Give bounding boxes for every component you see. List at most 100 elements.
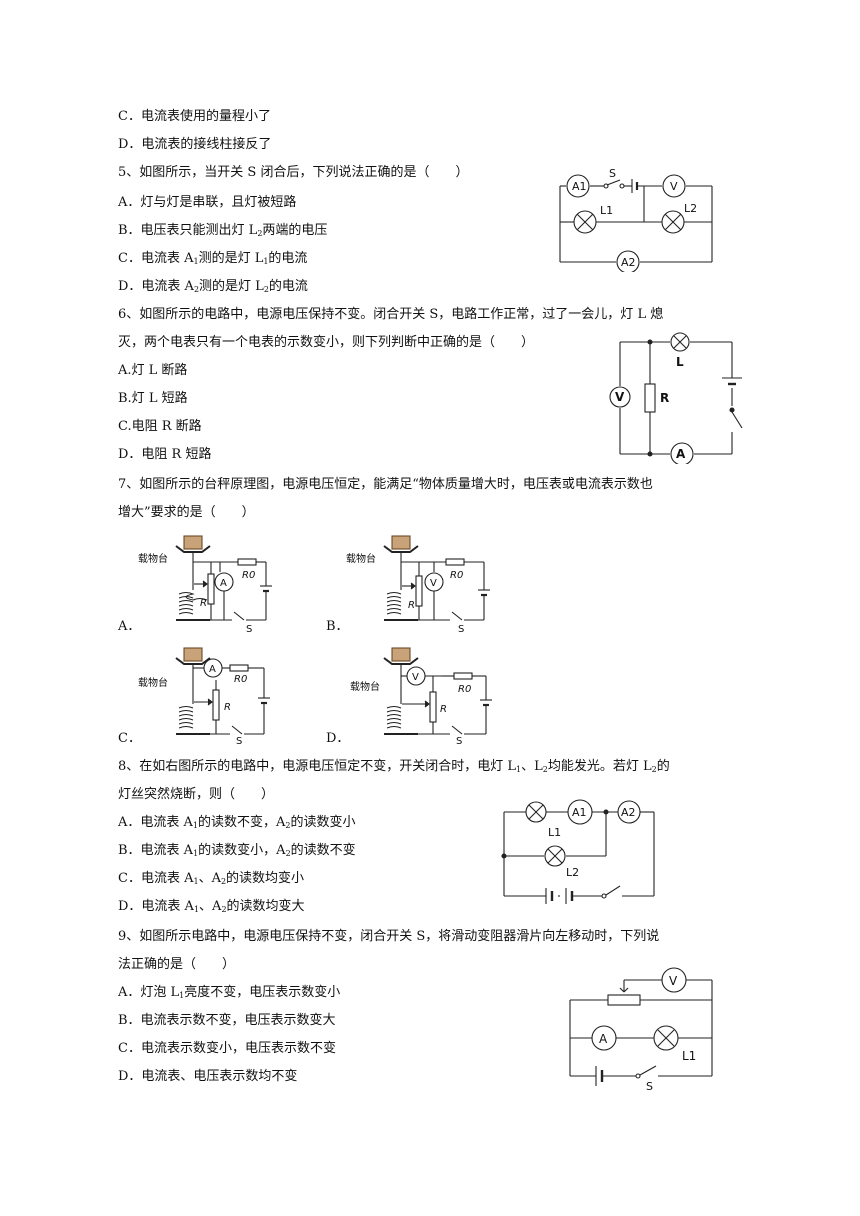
svg-text:S: S — [609, 168, 616, 180]
weight-block-icon — [183, 647, 203, 662]
q9-circuit-diagram: V A L1 S — [562, 962, 718, 1092]
svg-text:R0: R0 — [242, 570, 255, 581]
svg-text:A2: A2 — [621, 806, 636, 819]
voltmeter-icon — [662, 174, 686, 198]
svg-text:R: R — [200, 598, 207, 609]
svg-text:R: R — [660, 391, 669, 405]
q9-stem-line2: 法正确的是（ ） — [118, 957, 236, 972]
svg-text:A: A — [599, 1032, 608, 1046]
ammeter-icon — [670, 442, 694, 464]
svg-text:L2: L2 — [566, 866, 579, 879]
svg-text:R: R — [224, 702, 231, 713]
svg-text:R0: R0 — [450, 570, 463, 581]
ammeter-a1-icon — [566, 174, 590, 198]
q5-option-a: A．灯与灯是串联，且灯被短路 — [118, 195, 297, 210]
q8-circuit-diagram: A1 A2 L1 L2 — [496, 792, 660, 914]
q8-stem-line2: 灯丝突然烧断，则（ ） — [118, 787, 275, 802]
q7-label-d: D． — [326, 731, 350, 746]
svg-text:V: V — [669, 974, 678, 988]
svg-text:V: V — [615, 390, 625, 404]
ammeter-icon — [591, 1025, 617, 1051]
svg-text:V: V — [670, 180, 678, 193]
svg-text:A: A — [220, 578, 227, 589]
voltmeter-icon — [609, 386, 631, 408]
svg-text:V: V — [430, 578, 437, 589]
q8-option-c: C．电流表 A1、A2的读数均变小 — [118, 871, 305, 886]
resistor-r0-icon — [453, 672, 473, 680]
q4-option-d: D．电流表的接线柱接反了 — [118, 137, 272, 152]
q7-stem-line1: 7、如图所示的台秤原理图，电源电压恒定，能满足“物体质量增大时，电压表或电流表示… — [118, 477, 653, 492]
ammeter-a2-icon — [617, 800, 641, 824]
q7-figure-d: 载物台 R R0 S V — [346, 646, 496, 744]
q9-stem-line1: 9、如图所示电路中，电源电压保持不变，闭合开关 S，将滑动变阻器滑片向左移动时，… — [118, 929, 660, 944]
q9-option-d: D．电流表、电压表示数均不变 — [118, 1069, 298, 1084]
svg-text:A: A — [676, 447, 686, 461]
ammeter-a1-icon — [567, 799, 593, 825]
svg-text:R0: R0 — [458, 684, 471, 695]
svg-text:L1: L1 — [548, 826, 561, 839]
q6-stem-line2: 灭，两个电表只有一个电表的示数变小，则下列判断中正确的是（ ） — [118, 335, 535, 350]
q9-option-c: C．电流表示数变小，电压表示数不变 — [118, 1041, 336, 1056]
q7-figure-c: 载物台 R R0 S A — [138, 646, 284, 744]
svg-text:R: R — [440, 704, 447, 715]
voltmeter-icon — [661, 967, 687, 993]
svg-text:S: S — [236, 736, 242, 744]
rheostat-r-icon — [415, 575, 423, 607]
rheostat-icon — [607, 994, 641, 1006]
rheostat-r-icon — [212, 689, 220, 721]
q6-option-c: C.电阻 R 断路 — [118, 419, 202, 434]
rheostat-r-icon — [429, 691, 437, 723]
q6-option-a: A.灯 L 断路 — [118, 363, 188, 378]
q6-option-d: D．电阻 R 短路 — [118, 447, 212, 462]
q9-option-a: A．灯泡 L1亮度不变，电压表示数变小 — [118, 985, 341, 1000]
resistor-r0-icon — [445, 558, 465, 566]
svg-text:A1: A1 — [572, 180, 587, 193]
q5-circuit-diagram: A1 V A2 S L1 L2 — [556, 168, 716, 272]
svg-text:R: R — [408, 600, 415, 611]
svg-text:S: S — [458, 624, 464, 632]
q7-stem-line2: 增大”要求的是（ ） — [118, 505, 255, 520]
svg-text:载物台: 载物台 — [138, 552, 168, 565]
q7-figure-a: 载物台 R R0 S A — [138, 534, 284, 632]
q5-option-c: C．电流表 A1测的是灯 L1的电流 — [118, 251, 308, 266]
svg-text:S: S — [646, 1080, 653, 1092]
q8-option-d: D．电流表 A1、A2的读数均变大 — [118, 899, 305, 914]
svg-text:A: A — [209, 664, 216, 675]
q7-label-c: C． — [118, 731, 141, 746]
resistor-r0-icon — [229, 664, 249, 672]
q8-option-b: B．电流表 A1的读数变小，A2的读数不变 — [118, 843, 356, 858]
svg-text:载物台: 载物台 — [346, 552, 376, 565]
resistor-r0-icon — [237, 558, 257, 566]
q6-stem-line1: 6、如图所示的电路中，电源电压保持不变。闭合开关 S，电路工作正常，过了一会儿，… — [118, 307, 664, 322]
svg-text:A1: A1 — [572, 806, 587, 819]
svg-text:载物台: 载物台 — [350, 680, 380, 693]
weight-block-icon — [183, 535, 203, 550]
svg-text:V: V — [412, 672, 419, 683]
weight-block-icon — [391, 647, 411, 662]
q7-label-a: A． — [118, 619, 141, 634]
q5-option-b: B．电压表只能测出灯 L2两端的电压 — [118, 223, 328, 238]
q9-option-b: B．电流表示数不变，电压表示数变大 — [118, 1013, 336, 1028]
svg-text:L1: L1 — [682, 1049, 696, 1063]
q4-option-c: C．电流表使用的量程小了 — [118, 109, 271, 124]
weight-block-icon — [391, 535, 411, 550]
svg-text:载物台: 载物台 — [138, 676, 168, 689]
svg-text:A2: A2 — [621, 256, 636, 269]
svg-text:L1: L1 — [600, 204, 613, 217]
ammeter-a2-icon — [616, 250, 640, 272]
rheostat-r-icon — [207, 573, 215, 605]
q8-option-a: A．电流表 A1的读数不变，A2的读数变小 — [118, 815, 356, 830]
svg-text:L2: L2 — [684, 202, 697, 215]
resistor-r-icon — [644, 383, 656, 413]
q5-stem: 5、如图所示，当开关 S 闭合后，下列说法正确的是（ ） — [118, 165, 469, 180]
svg-text:L: L — [676, 355, 684, 369]
q7-figure-b: 载物台 R R0 S V — [346, 534, 492, 632]
q5-option-d: D．电流表 A2测的是灯 L2的电流 — [118, 279, 308, 294]
svg-text:S: S — [456, 736, 462, 744]
q7-label-b: B． — [326, 619, 349, 634]
q6-circuit-diagram: V A R L — [604, 332, 746, 464]
svg-text:S: S — [246, 624, 252, 632]
svg-text:R0: R0 — [234, 674, 247, 685]
q8-stem-line1: 8、在如右图所示的电路中，电源电压恒定不变，开关闭合时，电灯 L1、L2均能发光… — [118, 759, 670, 774]
q6-option-b: B.灯 L 短路 — [118, 391, 188, 406]
